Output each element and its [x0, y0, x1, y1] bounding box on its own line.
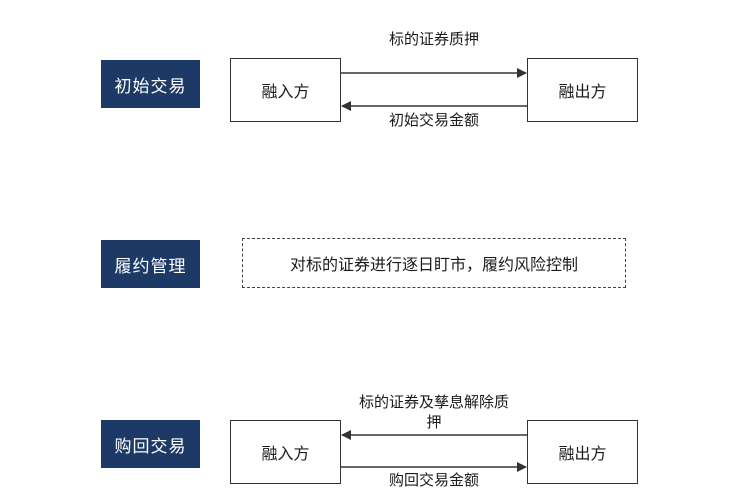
party-box-borrower-repurchase: 融入方	[230, 420, 341, 484]
flow-label-release-pledge: 标的证券及孳息解除质 押	[341, 392, 527, 432]
flow-label-release-pledge-line1: 标的证券及孳息解除质	[358, 393, 509, 411]
party-box-lender: 融出方	[527, 58, 638, 122]
flow-label-release-pledge-line2: 押	[426, 413, 442, 431]
flow-label-pledge: 标的证券质押	[388, 30, 479, 48]
flow-label-initial-amount: 初始交易金额	[388, 111, 479, 129]
stage-label-repurchase-trade: 购回交易	[101, 420, 200, 468]
monitoring-description-box: 对标的证券进行逐日盯市，履约风险控制	[242, 238, 626, 288]
party-box-lender-repurchase: 融出方	[527, 420, 638, 484]
party-box-borrower: 融入方	[230, 58, 341, 122]
stage-label-initial-trade: 初始交易	[101, 60, 200, 108]
flow-label-repurchase-amount: 购回交易金额	[388, 471, 479, 489]
monitoring-description-text: 对标的证券进行逐日盯市，履约风险控制	[289, 255, 578, 274]
stage-label-performance-management: 履约管理	[101, 240, 200, 288]
